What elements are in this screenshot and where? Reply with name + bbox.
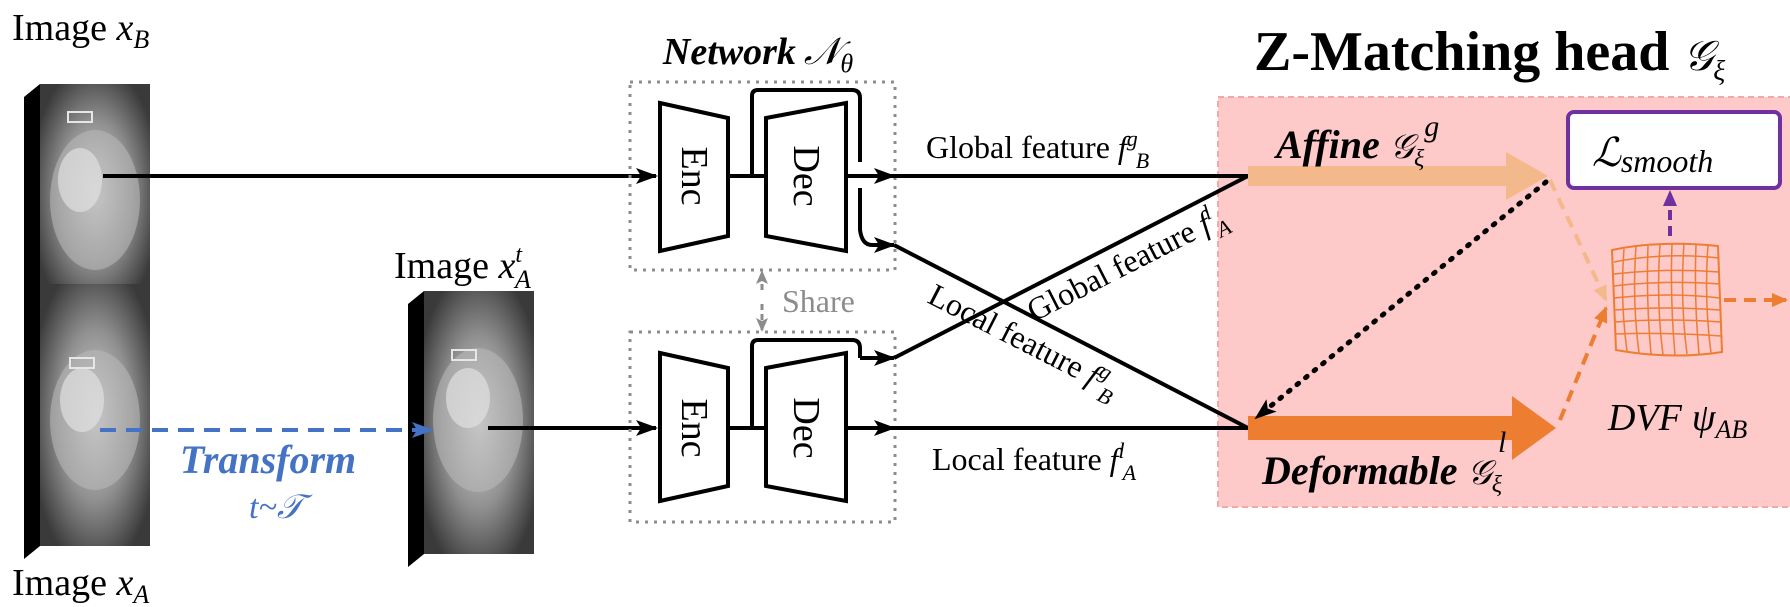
- line-local-b: [893, 243, 1249, 430]
- encoder-bottom: [658, 350, 730, 504]
- decoder-top: [764, 100, 848, 254]
- encoder-top-label: Enc: [673, 146, 715, 205]
- deformable-to-dvf: [1558, 306, 1608, 421]
- encoder-bottom-label: Enc: [673, 398, 715, 457]
- image-xta-slab: [408, 291, 534, 567]
- smooth-loss-label: ℒsmooth: [1592, 130, 1713, 179]
- decoder-bottom-label: Dec: [785, 397, 827, 458]
- local-out-top: [858, 188, 896, 253]
- label-global-feature-a: Global feature flA: [1019, 194, 1235, 335]
- deformable-arrow: [1248, 396, 1556, 460]
- decoder-bottom: [764, 350, 848, 504]
- image-xb-slab: [24, 84, 150, 313]
- decoder-top-label: Dec: [785, 145, 827, 206]
- affine-to-dvf: [1548, 179, 1608, 302]
- transform-label: Transform: [180, 437, 356, 482]
- encoder-top: [658, 100, 730, 254]
- affine-arrow: [1248, 152, 1548, 200]
- affine-to-deformable-dotted: [1253, 179, 1549, 421]
- image-xa-slab: [24, 284, 150, 559]
- transform-formula: t~𝒯: [249, 489, 313, 526]
- share-label: Share: [782, 283, 855, 319]
- dvf-grid: [1610, 242, 1724, 357]
- image-xa-label: Image xA: [12, 562, 149, 607]
- line-global-a: [893, 174, 1249, 360]
- image-xb-label: Image xB: [12, 7, 149, 54]
- skip-top: [750, 88, 862, 176]
- skip-bottom: [750, 338, 862, 428]
- smooth-loss-box: [1566, 110, 1782, 190]
